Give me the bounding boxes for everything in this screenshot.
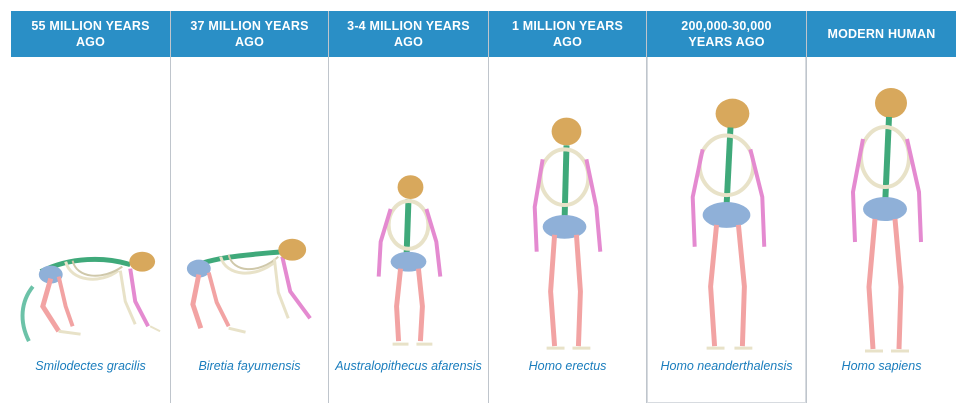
species-name: Homo erectus: [493, 359, 642, 374]
timeline-column-homo-erectus: 1 MILLION YEARS AGO Homo erectus: [489, 11, 647, 403]
column-header: 55 MILLION YEARS AGO: [11, 11, 170, 57]
column-header: 1 MILLION YEARS AGO: [489, 11, 646, 57]
column-header: 200,000-30,000 YEARS AGO: [647, 11, 806, 57]
species-name: Biretia fayumensis: [175, 359, 324, 374]
timeline-column-biretia: 37 MILLION YEARS AGO Biretia fayumensis: [171, 11, 329, 403]
species-name: Smilodectes gracilis: [15, 359, 166, 374]
homo-erectus-skeleton-icon: [489, 57, 646, 357]
biretia-skeleton-icon: [171, 57, 328, 357]
homo-neanderthalensis-skeleton-icon: [647, 57, 806, 357]
column-header: 3-4 MILLION YEARS AGO: [329, 11, 488, 57]
species-name: Homo sapiens: [811, 359, 952, 374]
homo-sapiens-skeleton-icon: [807, 57, 956, 357]
column-header: 37 MILLION YEARS AGO: [171, 11, 328, 57]
timeline-column-homo-neanderthalensis: 200,000-30,000 YEARS AGO Homo neandertha…: [647, 11, 807, 403]
smilodectes-skeleton-icon: [11, 57, 170, 357]
timeline-column-smilodectes: 55 MILLION YEARS AGO Smilodectes gracili…: [11, 11, 171, 403]
column-header: MODERN HUMAN: [807, 11, 956, 57]
species-name: Australopithecus afarensis: [333, 359, 484, 374]
evolution-timeline: 55 MILLION YEARS AGO Smilodectes gracili…: [11, 11, 956, 403]
australopithecus-skeleton-icon: [329, 57, 488, 357]
timeline-column-homo-sapiens: MODERN HUMAN Homo sapiens: [807, 11, 956, 403]
timeline-column-australopithecus: 3-4 MILLION YEARS AGO Australopithecus a…: [329, 11, 489, 403]
species-name: Homo neanderthalensis: [651, 359, 802, 374]
